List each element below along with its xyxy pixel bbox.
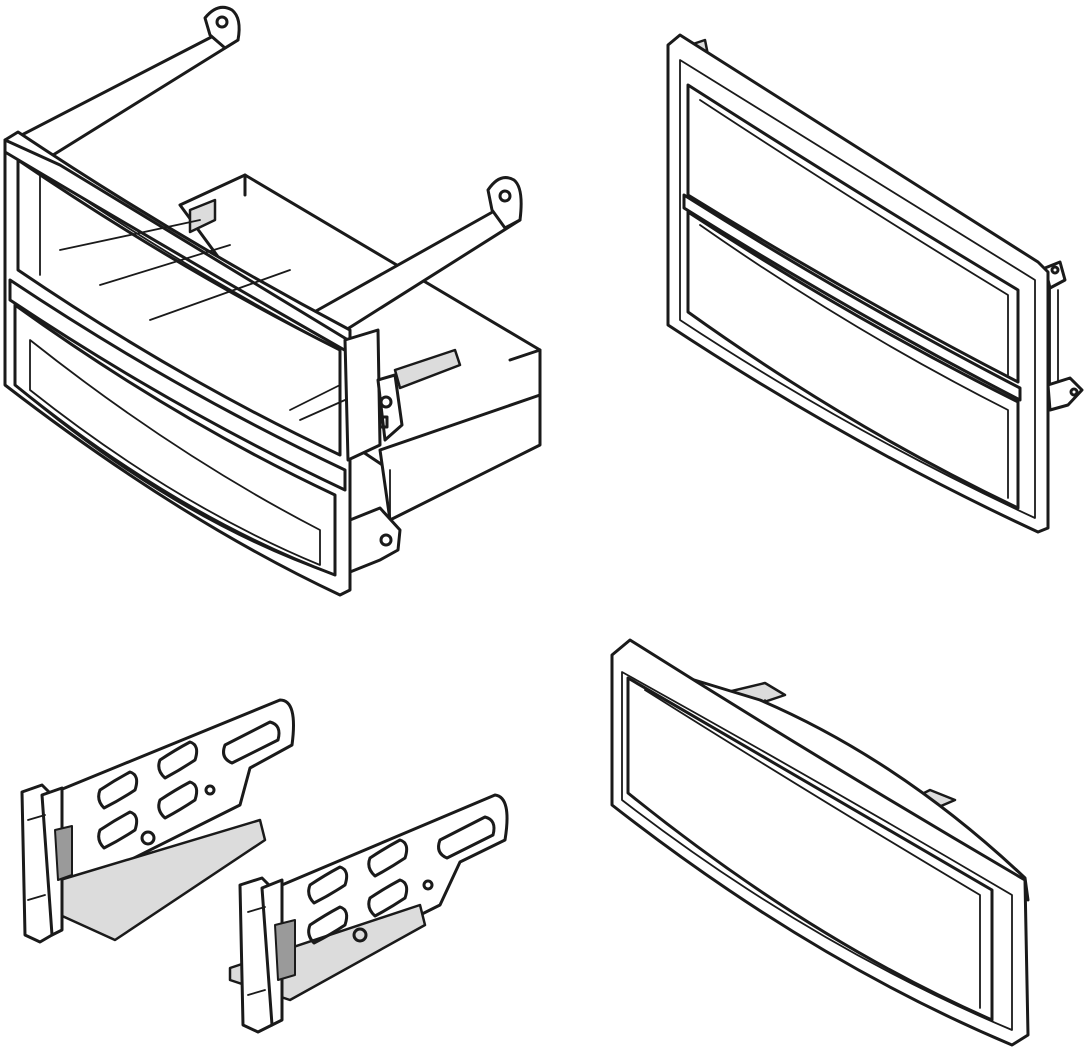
single-din-trim-bezel — [610, 638, 1030, 1047]
upper-mounting-arm — [10, 5, 241, 162]
lower-radio-opening — [686, 210, 1020, 510]
side-bracket-left — [20, 698, 295, 944]
internal-rails — [59, 219, 462, 421]
bezel-bevel — [679, 59, 1036, 519]
bezel-divider — [682, 193, 1022, 402]
single-bezel-outer-frame — [610, 638, 1030, 1047]
bracket-slot-holes-b — [307, 815, 496, 945]
side-screw-tabs — [343, 328, 404, 574]
single-bezel-bevel — [621, 671, 1013, 1031]
bracket-slot-holes-a — [97, 720, 281, 850]
bezel-outer-frame — [666, 33, 1050, 534]
side-bracket-right — [228, 793, 509, 1034]
main-bracket-pocket — [3, 5, 542, 597]
side-mounting-brackets — [20, 698, 509, 1034]
single-radio-opening — [626, 676, 994, 1022]
double-din-trim-bezel — [666, 33, 1084, 534]
front-bezel — [3, 130, 352, 597]
upper-radio-opening — [686, 83, 1020, 384]
